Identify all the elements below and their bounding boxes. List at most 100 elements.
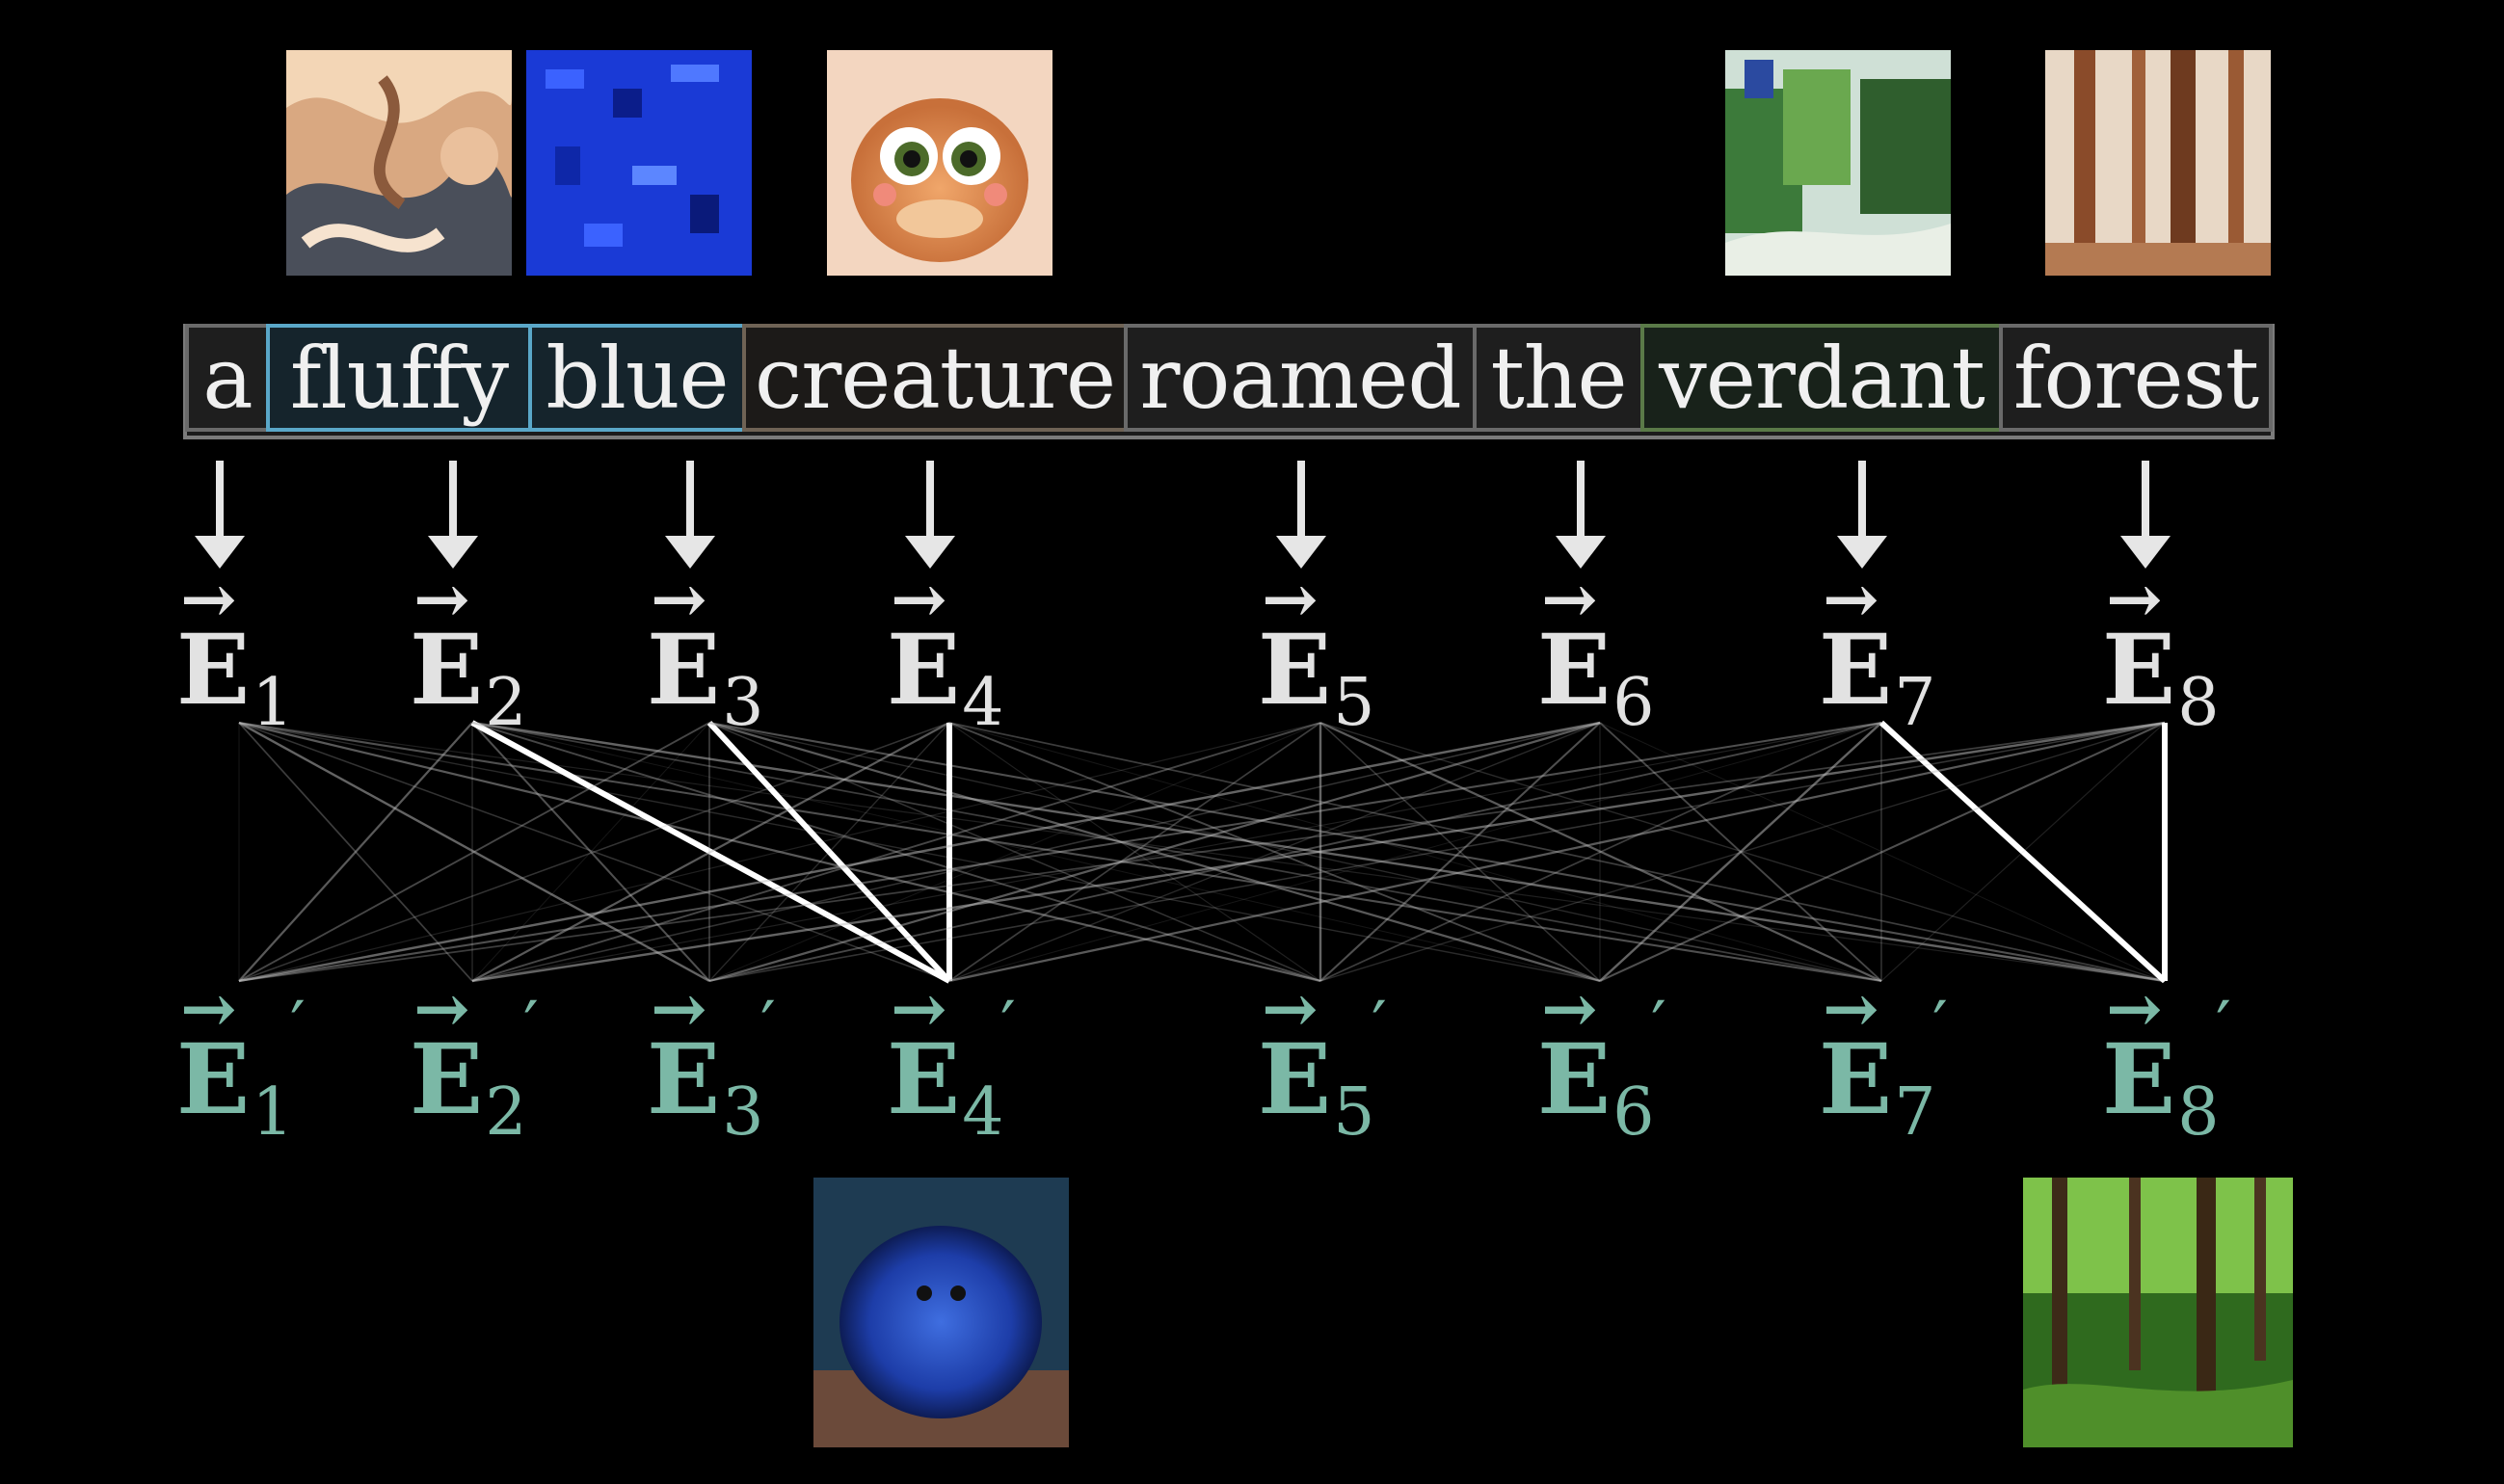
- attention-line: [948, 721, 2166, 983]
- down-arrow-icon: [1276, 461, 1326, 569]
- attention-line: [708, 721, 1601, 983]
- attention-line: [471, 722, 710, 982]
- creature-image: [827, 50, 1052, 276]
- verdant-painting-image: [1725, 50, 1951, 276]
- attention-line: [1319, 721, 1882, 983]
- attention-line: [471, 722, 710, 982]
- attention-line: [238, 721, 1601, 983]
- strong-attention-line: [706, 720, 952, 984]
- vector-symbol: E: [1258, 1022, 1332, 1136]
- attention-line: [471, 722, 1321, 982]
- token-creature: creature: [742, 324, 1128, 432]
- vector-symbol: E: [2102, 613, 2176, 727]
- vector-arrow-icon: →: [413, 968, 470, 1048]
- attention-line: [238, 721, 1882, 983]
- vector-subscript: 2: [485, 1074, 527, 1151]
- input-embedding-7: →E7: [1819, 566, 1936, 736]
- verdant-forest-image: [2023, 1178, 2293, 1447]
- attention-line: [1599, 722, 2166, 982]
- vector-subscript: 4: [962, 1074, 1004, 1151]
- down-arrow-icon: [1556, 461, 1606, 569]
- prime-mark: ′: [2216, 987, 2231, 1066]
- vector-arrow-icon: →: [2106, 559, 2163, 639]
- attention-line: [1319, 722, 1601, 982]
- attention-line: [238, 721, 1882, 983]
- prime-mark: ′: [290, 987, 306, 1066]
- input-embedding-1: →E1: [176, 566, 294, 736]
- vector-symbol: E: [1537, 1022, 1612, 1136]
- vector-subscript: 1: [252, 665, 294, 741]
- vector-symbol: E: [2102, 1022, 2176, 1136]
- forest-sketch-image: [2045, 50, 2271, 276]
- prime-mark: ′: [760, 987, 776, 1066]
- vector-arrow-icon: →: [1262, 968, 1319, 1048]
- attention-line: [948, 722, 1882, 982]
- fluffy-blue-creature-image: [813, 1178, 1069, 1447]
- vector-subscript: 8: [2177, 665, 2220, 741]
- token-forest: forest: [1999, 324, 2273, 432]
- attention-line: [708, 722, 1882, 982]
- prime-mark: ′: [1372, 987, 1387, 1066]
- token-sequence: a fluffy blue creature roamed the verdan…: [183, 324, 2275, 439]
- attention-line: [471, 722, 1601, 982]
- attention-line: [238, 722, 473, 982]
- vector-symbol: E: [176, 1022, 251, 1136]
- attention-line: [238, 722, 2166, 982]
- attention-line: [948, 722, 2166, 982]
- vector-arrow-icon: →: [413, 559, 470, 639]
- token-a: a: [185, 324, 270, 432]
- vector-subscript: 5: [1333, 665, 1375, 741]
- vector-arrow-icon: →: [1823, 559, 1879, 639]
- vector-subscript: 6: [1612, 1074, 1655, 1151]
- vector-arrow-icon: →: [891, 968, 947, 1048]
- attention-line: [1599, 722, 1882, 982]
- vector-subscript: 3: [722, 665, 764, 741]
- prime-mark: ′: [523, 987, 539, 1066]
- attention-line: [238, 722, 710, 982]
- token-roamed: roamed: [1124, 324, 1477, 432]
- attention-line: [948, 722, 1601, 982]
- vector-symbol: E: [1537, 613, 1612, 727]
- attention-line: [708, 722, 1882, 982]
- vector-symbol: E: [887, 613, 961, 727]
- output-embedding-6: →E6′: [1537, 975, 1666, 1146]
- input-embedding-6: →E6: [1537, 566, 1655, 736]
- attention-line: [238, 722, 1321, 982]
- attention-line: [1319, 722, 2166, 982]
- output-embedding-1: →E1′: [176, 975, 306, 1146]
- subtitle: [92, 1445, 2443, 1484]
- token-the: the: [1473, 324, 1644, 432]
- vector-symbol: E: [887, 1022, 961, 1136]
- output-embedding-7: →E7′: [1819, 975, 1948, 1146]
- vector-arrow-icon: →: [1262, 559, 1319, 639]
- vector-subscript: 1: [252, 1074, 294, 1151]
- attention-line: [471, 722, 1321, 982]
- strong-attention-line: [470, 720, 951, 984]
- attention-line: [238, 721, 710, 983]
- vector-arrow-icon: →: [651, 559, 707, 639]
- vector-symbol: E: [1258, 613, 1332, 727]
- attention-line: [708, 722, 2166, 982]
- token-fluffy: fluffy: [266, 324, 532, 432]
- input-embedding-8: →E8: [2102, 566, 2220, 736]
- vector-subscript: 7: [1894, 1074, 1936, 1151]
- down-arrow-icon: [2120, 461, 2171, 569]
- attention-line: [471, 722, 1601, 982]
- vector-arrow-icon: →: [180, 968, 237, 1048]
- vector-symbol: E: [647, 613, 721, 727]
- attention-line: [238, 722, 950, 982]
- output-embedding-3: →E3′: [647, 975, 776, 1146]
- attention-line: [1599, 722, 2166, 982]
- vector-subscript: 3: [722, 1074, 764, 1151]
- vector-arrow-icon: →: [1541, 559, 1598, 639]
- attention-line: [471, 721, 2166, 983]
- vector-subscript: 8: [2177, 1074, 2220, 1151]
- attention-line: [238, 722, 2166, 982]
- vector-symbol: E: [410, 1022, 484, 1136]
- vector-symbol: E: [647, 1022, 721, 1136]
- vector-symbol: E: [1819, 1022, 1893, 1136]
- vector-arrow-icon: →: [1541, 968, 1598, 1048]
- token-verdant: verdant: [1640, 324, 2003, 432]
- down-arrow-icon: [665, 461, 715, 569]
